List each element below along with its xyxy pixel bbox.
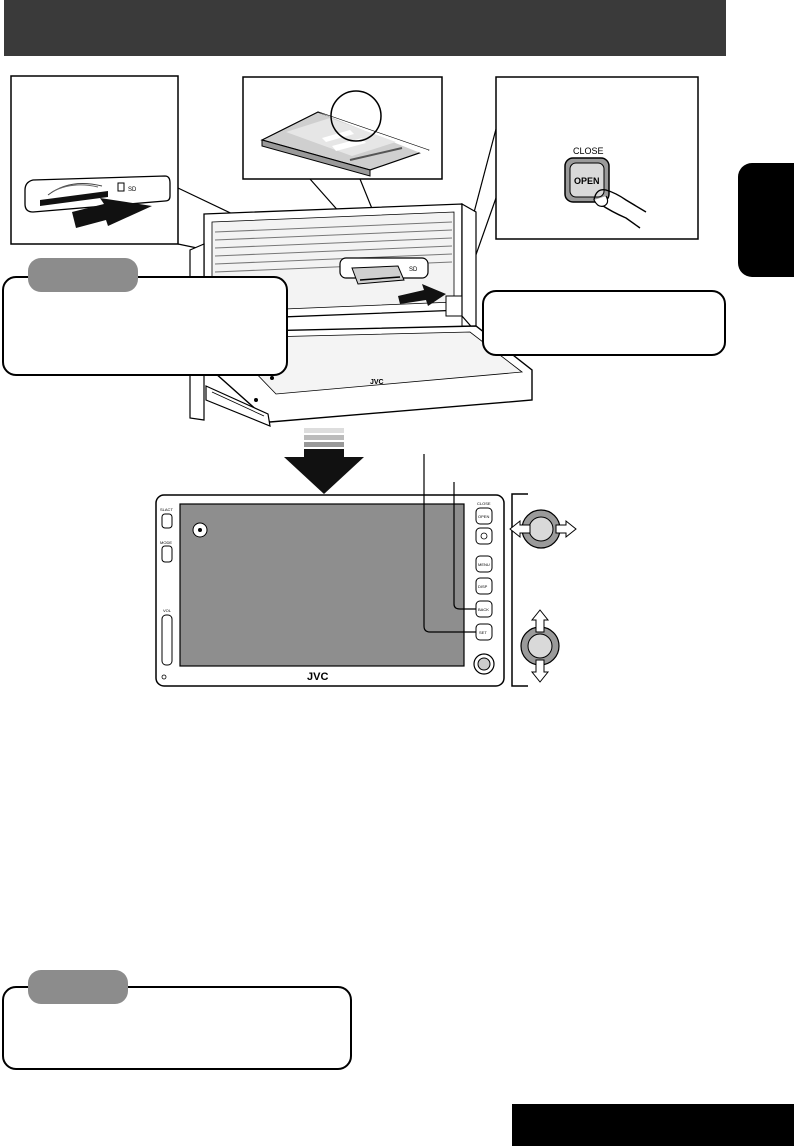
zoom-circle: [330, 90, 382, 142]
down-arrow-icon: [284, 428, 364, 494]
monitor-btn-left-1: [161, 545, 173, 563]
button-callout: [482, 290, 726, 356]
unit-slot-label: SD: [409, 267, 418, 273]
card-slot-panel: SD: [10, 75, 179, 245]
open-label: OPEN: [574, 176, 600, 186]
monitor-left-label-0: SLACT: [160, 507, 173, 512]
unit-insert-arrow-icon: [398, 284, 446, 306]
svg-text:MENU: MENU: [478, 562, 490, 567]
footer-box: [512, 1104, 794, 1146]
monitor-left-label-1: MODE: [160, 540, 172, 545]
knob-vertical-icon: [520, 609, 560, 683]
insert-arrow-icon: [72, 198, 152, 228]
monitor-btn-disp: DISP: [475, 577, 493, 595]
monitor-brand: JVC: [307, 671, 328, 683]
monitor-btn-open: OPEN: [475, 507, 493, 525]
monitor-front: JVC SLACT MODE VOL CLOSE OPEN MENU DISP …: [155, 494, 505, 687]
unit-brand: JVC: [370, 379, 384, 386]
card-panel-sd-label: SD: [128, 187, 137, 193]
close-label: CLOSE: [573, 146, 604, 156]
caution-tag-1: [28, 258, 138, 292]
card-panel: [242, 76, 443, 180]
svg-text:SET: SET: [479, 630, 487, 635]
monitor-btn-left-0: [161, 513, 173, 529]
monitor-vol-rocker: [161, 614, 173, 666]
svg-text:BACK: BACK: [478, 607, 489, 612]
side-tab: [738, 163, 794, 277]
header-bar: [4, 0, 726, 56]
monitor-btn-back: BACK: [475, 600, 493, 618]
controls-bracket: [511, 493, 528, 687]
caution-callout-1: [2, 276, 288, 376]
caution-tag-2: [28, 970, 128, 1004]
knob-horizontal-icon: [509, 509, 577, 549]
open-button-panel: CLOSE OPEN: [495, 76, 699, 240]
svg-text:DISP: DISP: [478, 584, 488, 589]
svg-text:OPEN: OPEN: [478, 514, 489, 519]
monitor-btn-menu: MENU: [475, 555, 493, 573]
monitor-screen: [179, 503, 465, 667]
monitor-btn-set: SET: [475, 623, 493, 641]
monitor-btn-eject: [475, 527, 493, 545]
monitor-left-label-2: VOL: [163, 608, 172, 613]
monitor-right-top-label: CLOSE: [477, 501, 491, 506]
